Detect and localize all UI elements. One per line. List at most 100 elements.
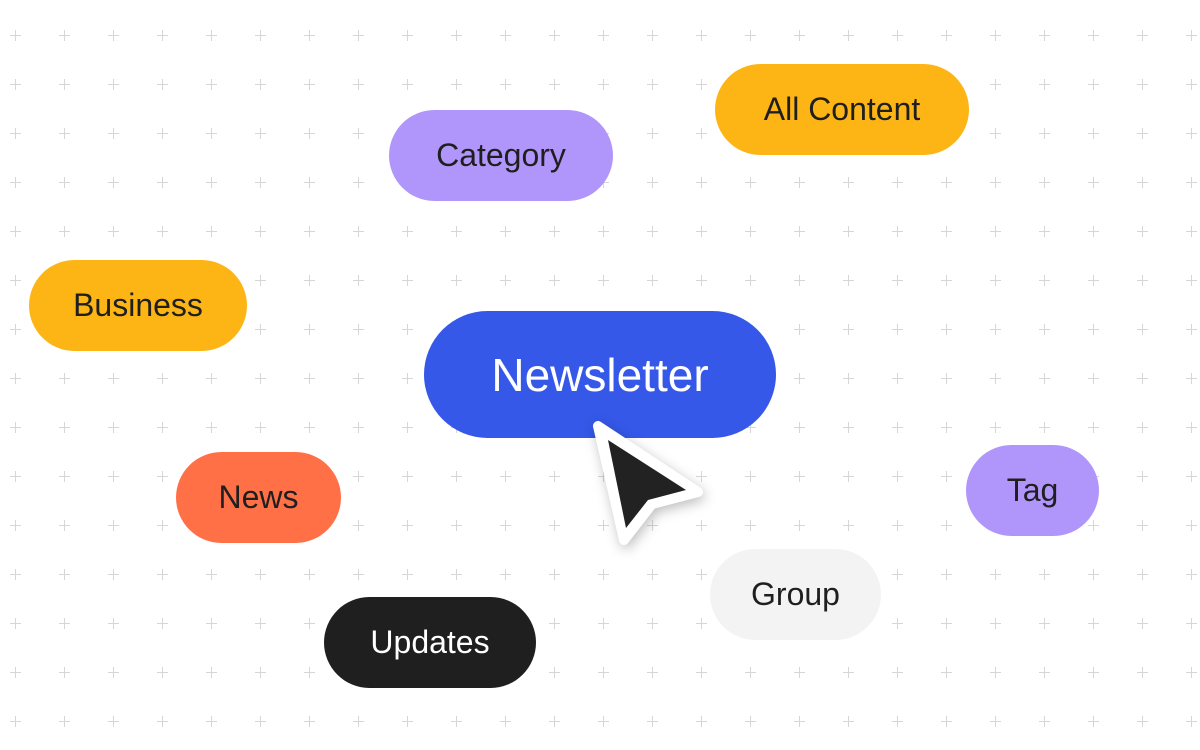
grid-plus-icon bbox=[500, 30, 511, 41]
grid-plus-icon bbox=[941, 520, 952, 531]
grid-plus-icon bbox=[255, 716, 266, 727]
grid-plus-icon bbox=[892, 30, 903, 41]
grid-plus-icon bbox=[1137, 667, 1148, 678]
grid-plus-icon bbox=[1137, 177, 1148, 188]
grid-plus-icon bbox=[59, 471, 70, 482]
grid-plus-icon bbox=[696, 177, 707, 188]
grid-plus-icon bbox=[1186, 128, 1197, 139]
grid-plus-icon bbox=[843, 275, 854, 286]
grid-plus-icon bbox=[745, 471, 756, 482]
grid-plus-icon bbox=[451, 30, 462, 41]
tag-group[interactable]: Group bbox=[710, 549, 881, 640]
grid-plus-icon bbox=[255, 618, 266, 629]
grid-plus-icon bbox=[304, 324, 315, 335]
grid-plus-icon bbox=[990, 226, 1001, 237]
grid-plus-icon bbox=[353, 422, 364, 433]
grid-plus-icon bbox=[843, 177, 854, 188]
grid-plus-icon bbox=[59, 569, 70, 580]
grid-plus-icon bbox=[108, 422, 119, 433]
grid-plus-icon bbox=[696, 618, 707, 629]
grid-plus-icon bbox=[59, 226, 70, 237]
tag-news[interactable]: News bbox=[176, 452, 341, 543]
grid-plus-icon bbox=[794, 422, 805, 433]
grid-plus-icon bbox=[59, 373, 70, 384]
grid-plus-icon bbox=[1186, 422, 1197, 433]
tag-business[interactable]: Business bbox=[29, 260, 247, 351]
grid-plus-icon bbox=[843, 30, 854, 41]
grid-plus-icon bbox=[941, 275, 952, 286]
grid-plus-icon bbox=[990, 30, 1001, 41]
grid-plus-icon bbox=[892, 275, 903, 286]
grid-plus-icon bbox=[255, 128, 266, 139]
grid-plus-icon bbox=[1088, 226, 1099, 237]
grid-plus-icon bbox=[549, 79, 560, 90]
grid-plus-icon bbox=[451, 716, 462, 727]
grid-plus-icon bbox=[10, 79, 21, 90]
grid-plus-icon bbox=[892, 569, 903, 580]
grid-plus-icon bbox=[794, 716, 805, 727]
grid-plus-icon bbox=[990, 79, 1001, 90]
grid-plus-icon bbox=[500, 79, 511, 90]
grid-plus-icon bbox=[990, 667, 1001, 678]
grid-plus-icon bbox=[255, 177, 266, 188]
grid-plus-icon bbox=[892, 520, 903, 531]
grid-plus-icon bbox=[549, 275, 560, 286]
grid-plus-icon bbox=[157, 520, 168, 531]
grid-plus-icon bbox=[1039, 177, 1050, 188]
grid-plus-icon bbox=[941, 30, 952, 41]
grid-plus-icon bbox=[353, 30, 364, 41]
grid-plus-icon bbox=[1039, 275, 1050, 286]
grid-plus-icon bbox=[108, 79, 119, 90]
grid-plus-icon bbox=[157, 30, 168, 41]
tag-tag[interactable]: Tag bbox=[966, 445, 1099, 536]
grid-plus-icon bbox=[1088, 716, 1099, 727]
grid-plus-icon bbox=[206, 422, 217, 433]
grid-plus-icon bbox=[598, 618, 609, 629]
grid-plus-icon bbox=[451, 569, 462, 580]
grid-plus-icon bbox=[353, 471, 364, 482]
grid-plus-icon bbox=[1039, 128, 1050, 139]
grid-plus-icon bbox=[745, 716, 756, 727]
grid-plus-icon bbox=[990, 373, 1001, 384]
grid-plus-icon bbox=[10, 520, 21, 531]
tag-all-content[interactable]: All Content bbox=[715, 64, 969, 155]
grid-plus-icon bbox=[1039, 226, 1050, 237]
grid-plus-icon bbox=[10, 128, 21, 139]
grid-plus-icon bbox=[500, 226, 511, 237]
grid-plus-icon bbox=[598, 667, 609, 678]
grid-plus-icon bbox=[892, 618, 903, 629]
grid-plus-icon bbox=[304, 569, 315, 580]
grid-plus-icon bbox=[647, 79, 658, 90]
grid-plus-icon bbox=[745, 667, 756, 678]
grid-plus-icon bbox=[1186, 177, 1197, 188]
grid-plus-icon bbox=[157, 422, 168, 433]
grid-plus-icon bbox=[941, 667, 952, 678]
grid-plus-icon bbox=[598, 471, 609, 482]
tag-updates[interactable]: Updates bbox=[324, 597, 536, 688]
grid-plus-icon bbox=[304, 177, 315, 188]
grid-plus-icon bbox=[549, 30, 560, 41]
grid-plus-icon bbox=[549, 569, 560, 580]
tag-category[interactable]: Category bbox=[389, 110, 613, 201]
grid-plus-icon bbox=[598, 569, 609, 580]
grid-plus-icon bbox=[794, 226, 805, 237]
grid-plus-icon bbox=[157, 226, 168, 237]
grid-plus-icon bbox=[1039, 422, 1050, 433]
grid-plus-icon bbox=[1137, 324, 1148, 335]
grid-plus-icon bbox=[990, 128, 1001, 139]
grid-plus-icon bbox=[892, 324, 903, 335]
grid-plus-icon bbox=[402, 569, 413, 580]
grid-plus-icon bbox=[304, 275, 315, 286]
grid-plus-icon bbox=[1088, 520, 1099, 531]
grid-plus-icon bbox=[696, 79, 707, 90]
grid-plus-icon bbox=[990, 275, 1001, 286]
tag-newsletter[interactable]: Newsletter bbox=[424, 311, 776, 438]
grid-plus-icon bbox=[255, 569, 266, 580]
grid-plus-icon bbox=[696, 30, 707, 41]
grid-plus-icon bbox=[10, 618, 21, 629]
grid-plus-icon bbox=[549, 226, 560, 237]
grid-plus-icon bbox=[451, 79, 462, 90]
grid-plus-icon bbox=[892, 373, 903, 384]
grid-plus-icon bbox=[1137, 520, 1148, 531]
grid-plus-icon bbox=[696, 471, 707, 482]
